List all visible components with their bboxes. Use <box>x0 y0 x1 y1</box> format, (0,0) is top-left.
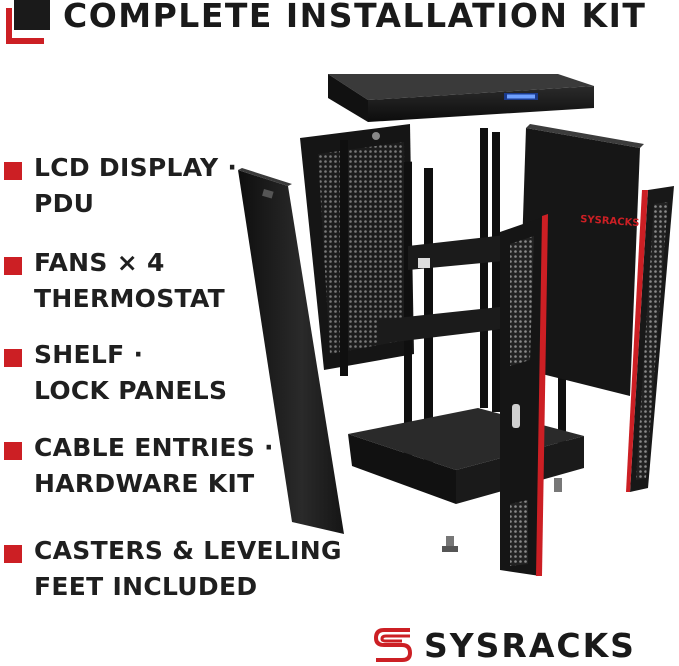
feature-line: LCD DISPLAY · <box>34 153 238 182</box>
feature-text: CABLE ENTRIES · HARDWARE KIT <box>34 430 274 502</box>
feature-line: FEET INCLUDED <box>34 572 258 601</box>
feature-line: PDU <box>34 189 95 218</box>
bullet-icon <box>4 162 22 180</box>
brand-name: SYSRACKS <box>424 626 636 665</box>
left-side-panel <box>238 168 344 534</box>
header: COMPLETE INSTALLATION KIT <box>0 0 679 48</box>
feature-line: FANS × 4 <box>34 248 165 277</box>
bullet-icon <box>4 257 22 275</box>
base <box>348 408 584 552</box>
feature-text: SHELF · LOCK PANELS <box>34 337 227 409</box>
feature-text: LCD DISPLAY · PDU <box>34 150 237 222</box>
feature-line: THERMOSTAT <box>34 284 226 313</box>
right-side-panel: SYSRACKS <box>518 124 644 396</box>
feature-text: CASTERS & LEVELING FEET INCLUDED <box>34 533 342 605</box>
bullet-icon <box>4 349 22 367</box>
top-lid <box>328 74 594 122</box>
server-rack-exploded-icon: SYSRACKS <box>238 74 674 576</box>
corner-logo-icon <box>6 0 50 44</box>
bullet-icon <box>4 545 22 563</box>
sysracks-logo-icon <box>373 628 413 662</box>
side-door <box>626 186 674 492</box>
brand-logo: SYSRACKS <box>372 624 672 665</box>
feature-line: LOCK PANELS <box>34 376 228 405</box>
feature-line: CASTERS & LEVELING <box>34 536 342 565</box>
front-door <box>500 214 548 576</box>
bullet-icon <box>4 442 22 460</box>
feature-line: CABLE ENTRIES · <box>34 433 274 462</box>
feature-line: SHELF · <box>34 340 144 369</box>
svg-text:SYSRACKS: SYSRACKS <box>580 214 640 229</box>
feature-text: FANS × 4 THERMOSTAT <box>34 245 225 317</box>
feature-line: HARDWARE KIT <box>34 469 255 498</box>
page-title: COMPLETE INSTALLATION KIT <box>63 0 647 35</box>
